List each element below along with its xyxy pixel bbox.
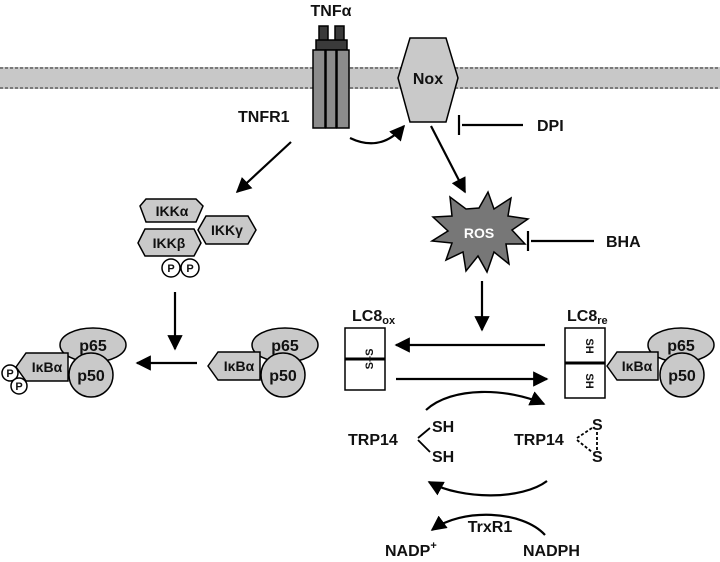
ikba-left-node bbox=[15, 352, 69, 382]
receptor-to-nox-arrow bbox=[349, 124, 406, 145]
ikba-right-node bbox=[606, 351, 659, 381]
p50-mid-node bbox=[260, 352, 306, 398]
ikba-mid-label: IκBα bbox=[224, 358, 255, 374]
p65-mid-label: p65 bbox=[271, 338, 299, 355]
nadph-label: NADPH bbox=[523, 543, 580, 560]
p50-left-label: p50 bbox=[77, 368, 105, 385]
ikba-left-phospho-2-label: P bbox=[15, 381, 22, 393]
nadp-label: NADP+ bbox=[385, 540, 437, 560]
lc8-ox-disulfide-label: S–S bbox=[364, 349, 376, 370]
tnfr1-label: TNFR1 bbox=[238, 109, 290, 126]
p50-left-node bbox=[68, 352, 114, 398]
cell-membrane bbox=[0, 67, 720, 89]
lc8-ikba-nfkb-complex: p65 IκBα p50 bbox=[606, 327, 715, 398]
trxr1-label: TrxR1 bbox=[468, 519, 513, 536]
p65-left-label: p65 bbox=[79, 338, 107, 355]
ikk-complex: IKKα IKKβ IKKγ P P bbox=[137, 198, 257, 278]
trp14-oxidized-s-top: S bbox=[592, 417, 603, 434]
trp14-reduced-bonds bbox=[417, 427, 431, 453]
trp14-reduced-sh-bottom: SH bbox=[432, 449, 454, 466]
ikk-phospho-2 bbox=[180, 258, 200, 278]
ikba-left-phospho-1-label: P bbox=[6, 368, 13, 380]
ros-starburst-icon bbox=[429, 190, 530, 274]
ikba-right-label: IκBα bbox=[622, 358, 653, 374]
lc8-oxidized-dimer: S–S bbox=[344, 327, 386, 391]
dpi-label: DPI bbox=[537, 118, 564, 135]
lc8-reduced-dimer: SH SH bbox=[564, 327, 606, 399]
lc8-ox-label: LC8ox bbox=[352, 308, 396, 327]
tnfr1-receptor-icon bbox=[312, 25, 350, 129]
phospho-ikba-nfkb-complex: p65 IκBα p50 P P bbox=[1, 327, 127, 398]
ikk-gamma-label: IKKγ bbox=[211, 222, 243, 238]
lc8-re-sh-top: SH bbox=[583, 338, 595, 353]
ikba-mid-node bbox=[207, 351, 261, 381]
nox-label: Nox bbox=[413, 71, 443, 88]
p50-mid-label: p50 bbox=[269, 368, 297, 385]
trp14-reduced-sh-top: SH bbox=[432, 419, 454, 436]
tnfa-label: TNFα bbox=[311, 3, 352, 20]
trp14-reduced-label: TRP14 bbox=[348, 432, 398, 449]
receptor-to-ikk-arrow bbox=[235, 141, 292, 194]
ikk-phospho-2-label: P bbox=[186, 263, 193, 275]
ikba-left-phospho-2 bbox=[10, 377, 28, 395]
tnfr1-chain-left bbox=[312, 49, 326, 129]
ikk-alpha-node bbox=[139, 198, 204, 223]
ikk-alpha-label: IKKα bbox=[156, 203, 189, 219]
p50-right-label: p50 bbox=[668, 368, 696, 385]
trp14-oxidized-s-bottom: S bbox=[592, 449, 603, 466]
bha-label: BHA bbox=[606, 234, 641, 251]
ikk-beta-node bbox=[137, 228, 202, 257]
ros-label: ROS bbox=[464, 225, 494, 241]
p65-right-label: p65 bbox=[667, 338, 695, 355]
membrane-band bbox=[0, 67, 720, 89]
ikba-left-label: IκBα bbox=[32, 359, 63, 375]
ikk-phospho-1-label: P bbox=[167, 263, 174, 275]
tnfr1-chain-right bbox=[336, 49, 350, 129]
lc8-re-sh-bottom: SH bbox=[583, 373, 595, 388]
p50-right-node bbox=[659, 352, 705, 398]
nox-to-ros-arrow bbox=[430, 125, 466, 194]
trp14-reduction-arc bbox=[425, 390, 546, 411]
trp14-regeneration-arc bbox=[427, 480, 548, 497]
trp14-oxidized-label: TRP14 bbox=[514, 432, 564, 449]
ikba-nfkb-complex: p65 IκBα p50 bbox=[207, 327, 319, 398]
lc8-re-label: LC8re bbox=[567, 308, 608, 327]
trp14-oxidized-bonds bbox=[576, 427, 598, 453]
ikba-left-phospho-1 bbox=[1, 364, 19, 382]
nadph-to-nadp-arc bbox=[430, 513, 546, 536]
tnfa-ligand-cap bbox=[315, 39, 348, 51]
tnfr1-chain-center bbox=[325, 49, 337, 129]
ikk-beta-label: IKKβ bbox=[153, 235, 186, 251]
ikk-phospho-1 bbox=[161, 258, 181, 278]
nox-enzyme-icon bbox=[397, 37, 459, 123]
ikk-gamma-node bbox=[197, 215, 257, 245]
